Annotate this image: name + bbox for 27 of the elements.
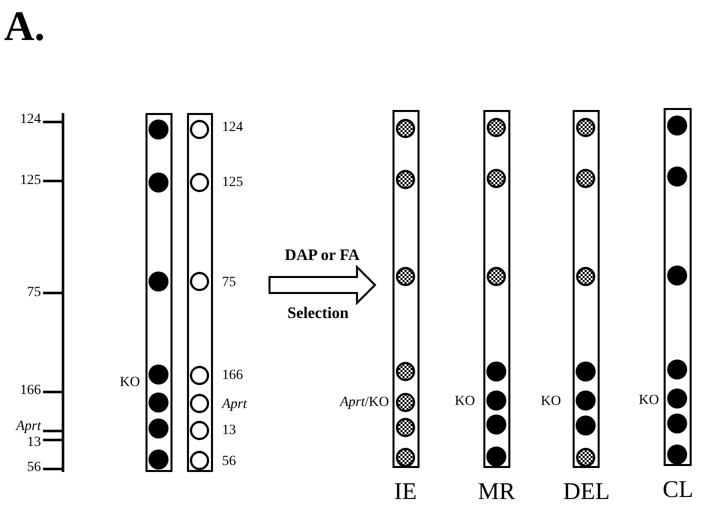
column-label: MR bbox=[478, 479, 516, 507]
map-marker-label: 166 bbox=[20, 382, 41, 400]
marker-label: 124 bbox=[222, 120, 243, 136]
knockout-label: KO bbox=[638, 392, 659, 410]
marker-label: 75 bbox=[222, 274, 236, 292]
knockout-label: Aprt/KO bbox=[340, 394, 389, 412]
map-marker-label: 125 bbox=[20, 172, 41, 190]
map-marker-label: 56 bbox=[27, 460, 41, 476]
knockout-label: KO bbox=[454, 394, 475, 410]
marker-label: 13 bbox=[222, 422, 236, 440]
map-marker-label: 13 bbox=[27, 434, 41, 452]
knockout-label: KO bbox=[120, 374, 140, 392]
panel-label: A. bbox=[4, 2, 45, 52]
arrow-caption: Selection bbox=[287, 304, 349, 324]
marker-label: Aprt bbox=[222, 396, 247, 414]
marker-label: 125 bbox=[222, 174, 243, 192]
map-marker-label: Aprt bbox=[16, 418, 41, 436]
map-marker-label: 75 bbox=[27, 284, 41, 302]
knockout-label: KO bbox=[540, 394, 561, 410]
marker-label: 166 bbox=[222, 368, 243, 384]
map-marker-label: 124 bbox=[20, 112, 41, 128]
column-label: DEL bbox=[563, 479, 610, 507]
column-label: CL bbox=[662, 477, 694, 505]
marker-label: 56 bbox=[222, 454, 236, 470]
block-arrow bbox=[268, 264, 376, 306]
edge-label: DAP or FA bbox=[284, 246, 360, 266]
column-label: IE bbox=[394, 479, 417, 507]
